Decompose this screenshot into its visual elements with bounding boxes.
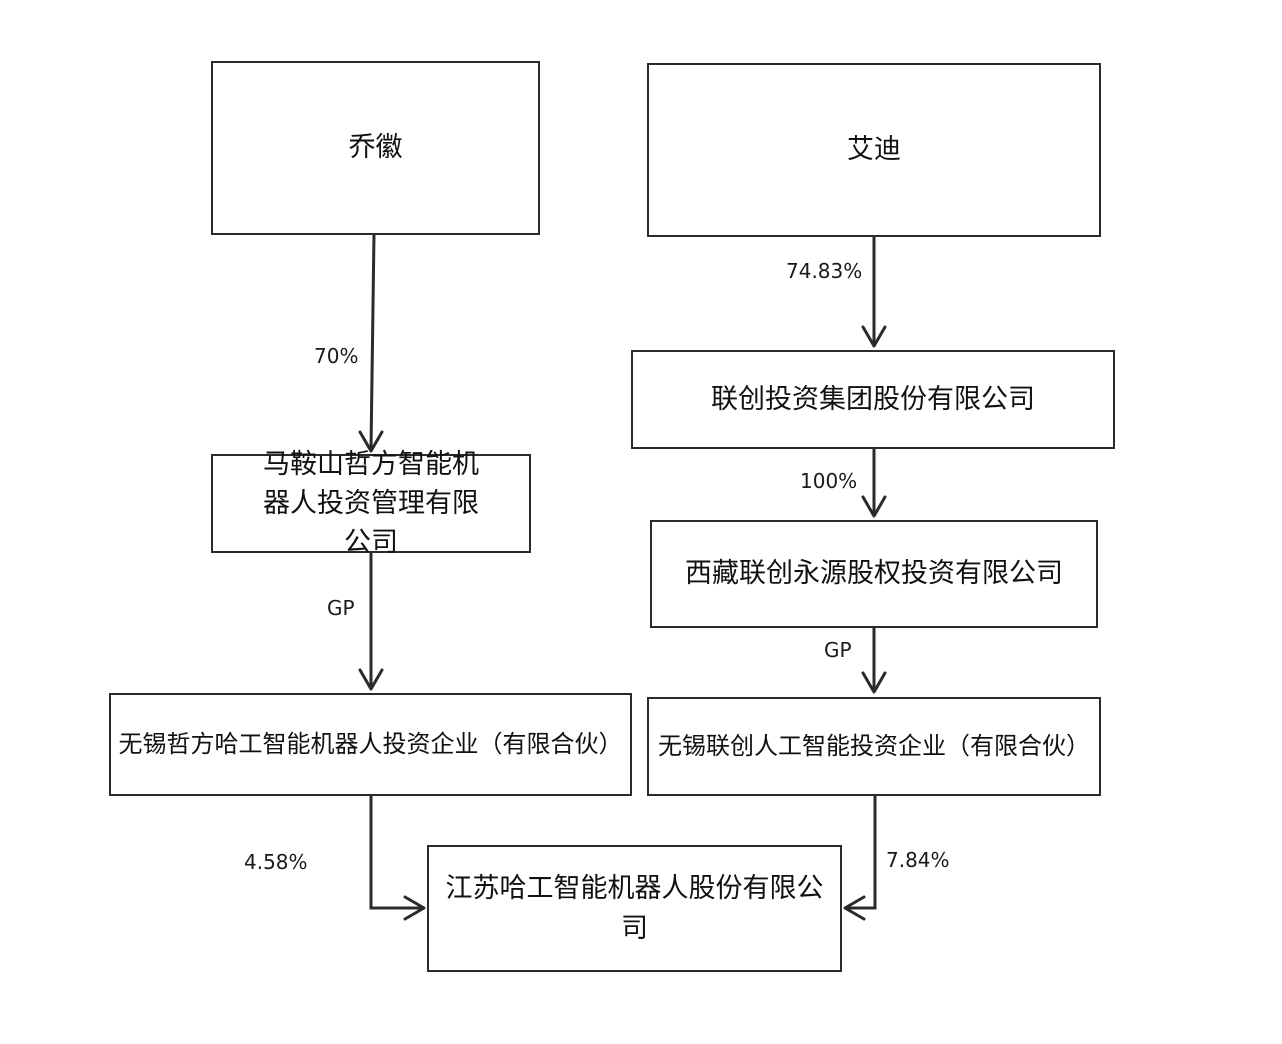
node-xizang-lianchuang: 西藏联创永源股权投资有限公司 (650, 520, 1098, 628)
node-label: 江苏哈工智能机器人股份有限公司 (445, 873, 824, 944)
node-qiao-hui: 乔徽 (211, 61, 540, 235)
node-jiangsu-hagong: 江苏哈工智能机器人股份有限公司 (427, 845, 842, 972)
arrowhead-icon (861, 325, 887, 348)
edge-wuxi-zhefang-to-jiangsu (369, 795, 422, 910)
node-label: 艾迪 (847, 134, 901, 166)
node-maanshan-zhefang: 马鞍山哲方智能机器人投资管理有限公司 (211, 449, 531, 558)
edge-qiao-to-maanshan (369, 233, 376, 450)
arrowhead-icon (358, 430, 384, 453)
node-label: 马鞍山哲方智能机器人投资管理有限公司 (263, 448, 479, 559)
node-label: 西藏联创永源股权投资有限公司 (685, 558, 1063, 590)
node-ai-di: 艾迪 (647, 63, 1101, 237)
edge-label-qiao-to-maanshan: 70% (314, 344, 359, 368)
edge-label-wuxi-lianchuang-to-jiangsu: 7.84% (886, 848, 950, 872)
arrowhead-icon (403, 895, 426, 921)
node-label: 无锡哲方哈工智能机器人投资企业（有限合伙） (118, 730, 623, 759)
node-label: 乔徽 (348, 132, 403, 164)
node-wuxi-lianchuang: 无锡联创人工智能投资企业（有限合伙） (647, 697, 1101, 796)
arrowhead-icon (358, 668, 384, 691)
arrowhead-icon (843, 895, 866, 921)
node-wuxi-zhefang: 无锡哲方哈工智能机器人投资企业（有限合伙） (109, 693, 632, 796)
edge-wuxi-lianchuang-to-jiangsu (847, 795, 877, 910)
edge-label-group-to-xizang: 100% (800, 469, 858, 493)
edge-label-aidi-to-group: 74.83% (786, 259, 863, 283)
edge-label-xizang-to-wuxi-lianchuang: GP (824, 638, 852, 662)
arrowhead-icon (861, 671, 887, 694)
node-lianchuang-group: 联创投资集团股份有限公司 (631, 350, 1115, 449)
edge-label-maanshan-to-wuxi-zhefang: GP (327, 596, 355, 620)
arrowhead-icon (861, 495, 887, 518)
edge-label-wuxi-zhefang-to-jiangsu: 4.58% (244, 850, 308, 874)
node-label: 联创投资集团股份有限公司 (711, 383, 1035, 415)
node-label: 无锡联创人工智能投资企业（有限合伙） (658, 732, 1090, 761)
